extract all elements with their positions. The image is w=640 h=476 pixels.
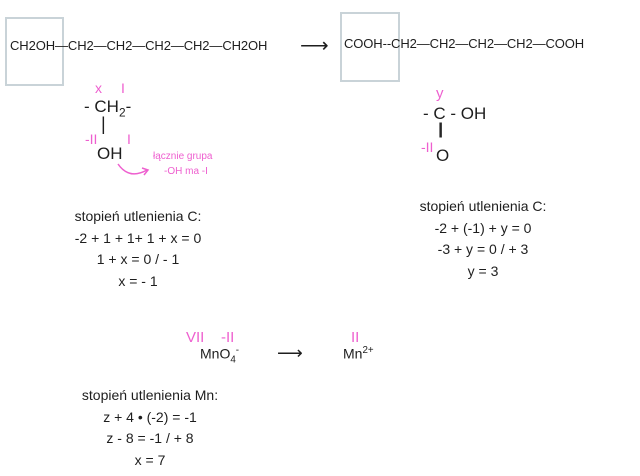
- permanganate-charge: -: [235, 345, 240, 356]
- ch2-tail: -: [125, 97, 132, 116]
- ox-mn: VII: [186, 329, 205, 346]
- calc-acid: stopień utlenienia C: -2 + (-1) + y = 0 …: [383, 196, 583, 282]
- calc-line: -2 + (-1) + y = 0: [434, 219, 532, 236]
- note-line-2: -OH ma -I: [164, 166, 208, 177]
- calc-line: 1 + x = 0 / - 1: [96, 251, 180, 267]
- mn-ion-charge: 2+: [362, 345, 374, 356]
- calc-line: x = - 1: [118, 272, 158, 289]
- note-line-1: łącznie grupa: [153, 151, 213, 162]
- label-y: y: [436, 85, 444, 102]
- calc-line: -2 + 1 + 1+ 1 + x = 0: [74, 229, 202, 246]
- permanganate: MnO4-: [200, 345, 239, 365]
- calc-line: y = 3: [467, 262, 499, 279]
- calc-line: z + 4 • (-2) = -1: [103, 408, 197, 425]
- permanganate-text: MnO: [200, 345, 231, 362]
- calc-line: -3 + y = 0 / + 3: [437, 241, 529, 257]
- product-formula: COOH--CH2—CH2—CH2—CH2—COOH: [344, 36, 585, 51]
- ox-mn-product: II: [351, 329, 360, 346]
- reaction-arrow: ⟶: [300, 35, 329, 57]
- mn-ion-text: Mn: [343, 345, 363, 362]
- label-h2: I: [127, 131, 131, 147]
- calc-title: stopień utlenienia C:: [74, 208, 202, 224]
- highlight-box-reactant: [5, 17, 64, 86]
- oh-group: OH: [97, 144, 123, 163]
- cooh-group: - C - OH: [423, 104, 487, 123]
- mn-ion: Mn2+: [343, 345, 374, 362]
- label-o: -II: [85, 131, 98, 147]
- highlight-box-product: [340, 12, 400, 82]
- calc-title: stopień utlenienia Mn:: [81, 387, 219, 403]
- calc-line: z - 8 = -1 / + 8: [106, 430, 194, 446]
- calc-mn: stopień utlenienia Mn: z + 4 • (-2) = -1…: [50, 385, 250, 471]
- calc-line: x = 7: [134, 451, 166, 468]
- calc-alcohol: stopień utlenienia C: -2 + 1 + 1+ 1 + x …: [38, 206, 238, 292]
- label-o-acid: -II: [421, 139, 434, 155]
- label-h: I: [121, 80, 125, 96]
- label-x: x: [95, 80, 102, 96]
- o-atom: O: [436, 146, 450, 165]
- ch2-text: - CH: [84, 97, 119, 116]
- reactant-formula: CH2OH—CH2—CH2—CH2—CH2—CH2OH: [10, 38, 268, 53]
- calc-title: stopień utlenienia C:: [419, 198, 547, 214]
- single-bond: |: [101, 114, 106, 134]
- ch2-group: - CH2-: [84, 97, 131, 119]
- double-bond: ||: [438, 121, 444, 138]
- mn-arrow: ⟶: [277, 343, 303, 363]
- ox-o: -II: [221, 329, 235, 346]
- curved-arrow-icon: [117, 163, 150, 176]
- ch2-sub: 2: [118, 105, 126, 120]
- permanganate-sub: 4: [230, 354, 236, 366]
